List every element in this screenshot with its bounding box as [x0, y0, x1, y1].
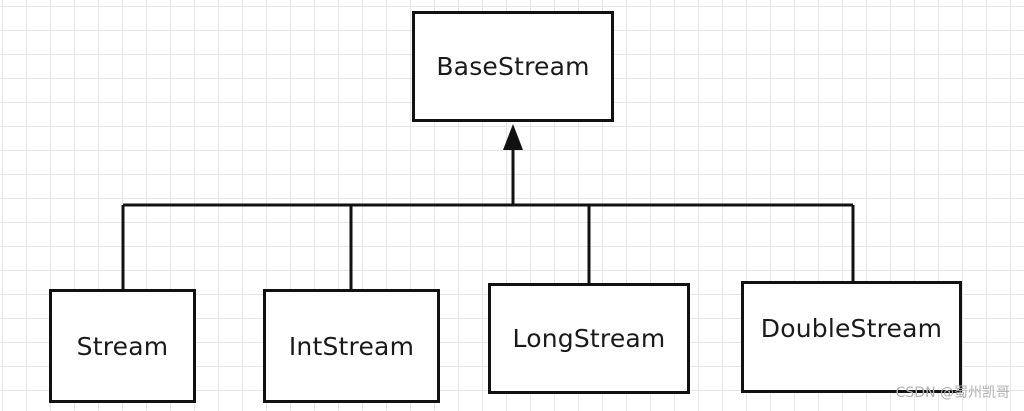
stream-label: Stream [76, 331, 169, 361]
inheritance-arrow-head [503, 124, 523, 150]
doublestream-label: DoubleStream [760, 314, 943, 343]
intstream-box: IntStream [263, 289, 440, 403]
basestream-box: BaseStream [412, 11, 614, 122]
intstream-label: IntStream [288, 331, 415, 361]
doublestream-box: DoubleStream [741, 281, 962, 393]
longstream-box: LongStream [488, 283, 690, 394]
longstream-label: LongStream [512, 324, 666, 353]
watermark: CSDN @蜀州凯哥 [895, 385, 1010, 401]
stream-box: Stream [49, 289, 196, 403]
basestream-label: BaseStream [436, 52, 590, 81]
